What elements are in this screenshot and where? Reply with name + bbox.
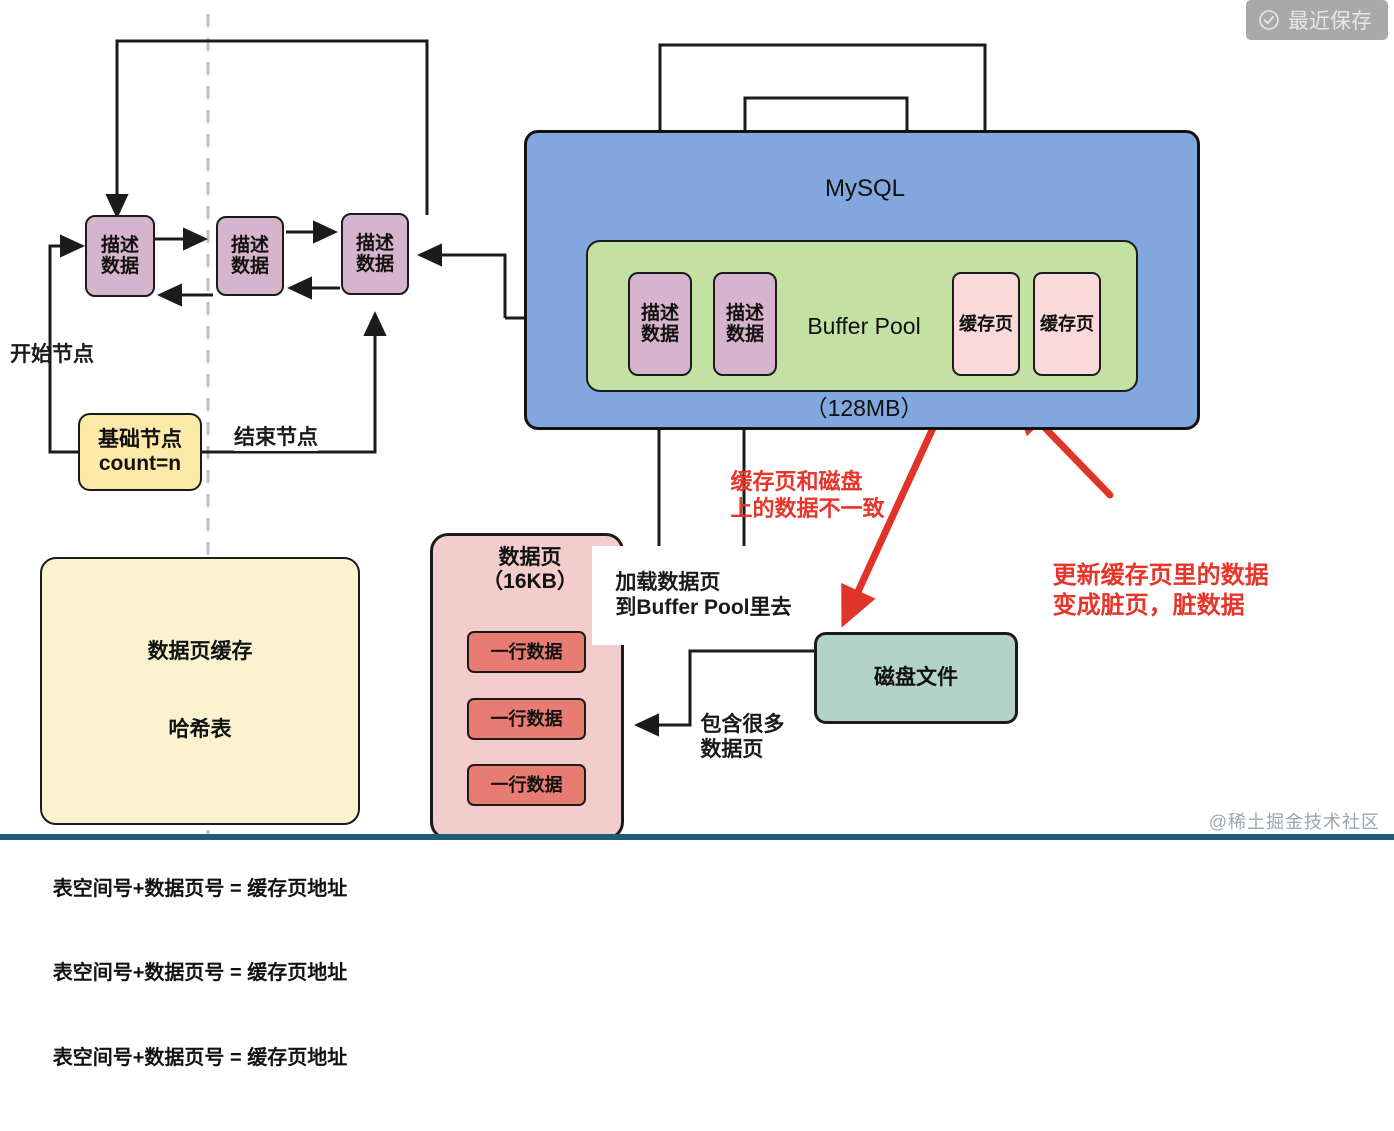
descriptor-node-3[interactable]: 描述 数据 (341, 213, 409, 295)
load-page-line1: 加载数据页 (615, 570, 721, 594)
data-page-title-line2: （16KB） (482, 569, 578, 593)
data-row-1[interactable]: 一行数据 (467, 631, 586, 673)
many-pages-line2: 数据页 (700, 737, 764, 761)
load-page-line2: 到Buffer Pool里去 (615, 595, 792, 619)
hash-table-row: 表空间号+数据页号 = 缓存页地址 (52, 1046, 348, 1069)
inconsistent-annotation: 缓存页和磁盘 上的数据不一致 (706, 440, 884, 550)
hash-table-row: 表空间号+数据页号 = 缓存页地址 (52, 877, 348, 900)
data-row-2[interactable]: 一行数据 (467, 698, 586, 740)
pool-descriptor-1-line2: 数据 (640, 324, 679, 345)
data-row-2-label: 一行数据 (490, 708, 563, 729)
descriptor-node-2[interactable]: 描述 数据 (216, 216, 284, 296)
hash-table-rows: 表空间号+数据页号 = 缓存页地址 表空间号+数据页号 = 缓存页地址 表空间号… (53, 816, 347, 1131)
data-row-3[interactable]: 一行数据 (467, 764, 586, 806)
disk-file-label: 磁盘文件 (874, 666, 958, 690)
descriptor-node-3-line1: 描述 (355, 232, 394, 254)
base-node-line2: count=n (98, 452, 182, 475)
descriptor-node-2-line1: 描述 (230, 234, 269, 256)
dirty-page-annotation: 更新缓存页里的数据 变成脏页，脏数据 (1026, 531, 1269, 651)
buffer-pool-title-line1: Buffer Pool (807, 313, 921, 340)
disk-file-box[interactable]: 磁盘文件 (814, 632, 1018, 724)
diagram-canvas: 描述 数据 描述 数据 描述 数据 基础节点 count=n 开始节点 结束节点… (0, 0, 1394, 1069)
hash-table-box[interactable]: 数据页缓存 哈希表 表空间号+数据页号 = 缓存页地址 表空间号+数据页号 = … (40, 557, 360, 1069)
data-row-1-label: 一行数据 (490, 641, 563, 662)
base-node-line1: 基础节点 (98, 428, 182, 452)
cache-page-2-label: 缓存页 (1040, 313, 1094, 334)
pool-descriptor-2[interactable]: 描述 数据 (713, 272, 777, 376)
data-row-3-label: 一行数据 (490, 774, 563, 795)
descriptor-node-1-line1: 描述 (100, 234, 139, 256)
inconsistent-line2: 上的数据不一致 (730, 496, 885, 521)
descriptor-node-2-line2: 数据 (230, 256, 269, 277)
pool-descriptor-1[interactable]: 描述 数据 (628, 272, 692, 376)
pool-descriptor-2-line1: 描述 (725, 302, 764, 324)
buffer-pool-title: Buffer Pool （128MB） (588, 258, 1140, 478)
cache-page-1[interactable]: 缓存页 (952, 272, 1020, 376)
pool-descriptor-2-line2: 数据 (725, 324, 764, 345)
descriptor-node-1-line2: 数据 (100, 256, 139, 277)
cache-page-1-label: 缓存页 (959, 313, 1013, 334)
buffer-pool-title-line2: （128MB） (804, 394, 924, 421)
hash-table-title-line1: 数据页缓存 (147, 639, 253, 663)
end-node-label: 结束节点 (234, 426, 318, 451)
hash-table-row: 表空间号+数据页号 = 缓存页地址 (52, 962, 348, 985)
watermark: @稀土掘金技术社区 (1208, 812, 1380, 832)
data-page-title: 数据页 （16KB） (433, 546, 627, 593)
start-node-label: 开始节点 (10, 343, 94, 366)
mysql-title: MySQL (824, 175, 905, 202)
descriptor-node-3-line2: 数据 (355, 254, 394, 275)
load-page-annotation: 加载数据页 到Buffer Pool里去 (592, 546, 792, 646)
inconsistent-line1: 缓存页和磁盘 (730, 468, 863, 494)
bottom-bar (0, 834, 1394, 840)
cache-page-2[interactable]: 缓存页 (1033, 272, 1101, 376)
pool-descriptor-1-line1: 描述 (640, 302, 679, 324)
recent-save-label: 最近保存 (1288, 10, 1372, 33)
dirty-page-line1: 更新缓存页里的数据 (1052, 562, 1269, 589)
recent-save-badge[interactable]: 最近保存 (1246, 0, 1388, 40)
hash-table-title-line2: 哈希表 (168, 717, 232, 741)
check-circle-icon (1259, 10, 1279, 30)
data-page-title-line1: 数据页 (498, 546, 562, 569)
many-pages-line1: 包含很多 (700, 712, 785, 736)
base-node[interactable]: 基础节点 count=n (78, 413, 202, 491)
hash-table-title: 数据页缓存 哈希表 (148, 585, 253, 796)
many-pages-annotation: 包含很多 数据页 (677, 688, 784, 787)
descriptor-node-1[interactable]: 描述 数据 (85, 215, 155, 297)
data-page-box[interactable]: 数据页 （16KB） 一行数据 一行数据 一行数据 (430, 533, 624, 840)
dirty-page-line2: 变成脏页，脏数据 (1052, 592, 1245, 619)
